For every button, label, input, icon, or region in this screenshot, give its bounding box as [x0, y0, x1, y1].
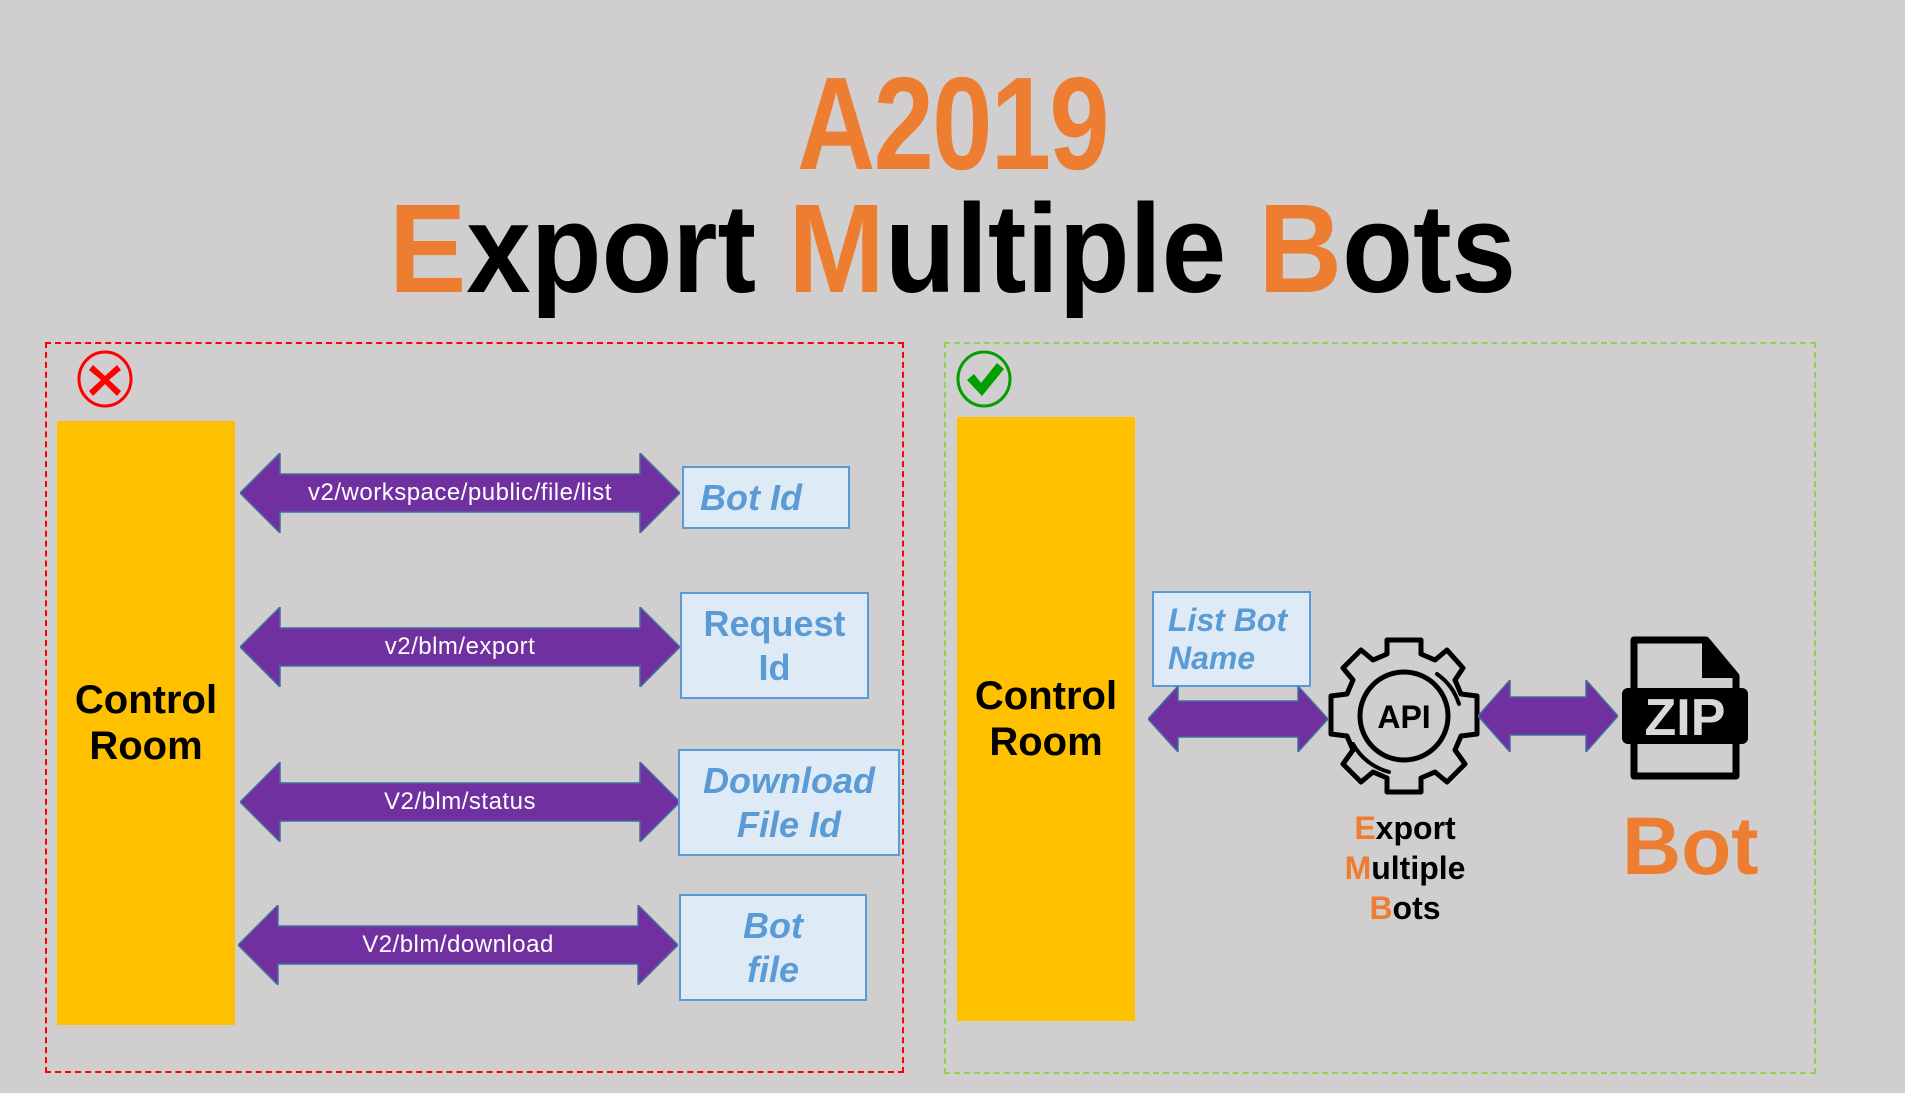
caption-rest-ultiple: ultiple [1371, 850, 1466, 886]
caption-line-export: Export [1310, 808, 1500, 848]
double-arrow-icon [1478, 680, 1618, 752]
result-box-request-id: Request Id [680, 592, 869, 699]
green-check-circle-icon [956, 350, 1012, 408]
title-rest-xport: xport [466, 178, 757, 319]
arrow-blm-export: v2/blm/export [238, 605, 682, 689]
control-room-label-line2: Room [989, 720, 1103, 764]
control-room-block-bad: Control Room [57, 421, 235, 1025]
caption-line-multiple: Multiple [1310, 848, 1500, 888]
output-bot-label: Bot [1622, 801, 1759, 892]
gear-api-icon: API [1328, 637, 1480, 795]
arrow-blm-status: V2/blm/status [238, 760, 682, 844]
api-caption: Export Multiple Bots [1310, 808, 1500, 928]
result-box-bot-id: Bot Id [682, 466, 850, 529]
title-export-multiple-bots: Export Multiple Bots [76, 186, 1829, 312]
caption-rest-xport: xport [1375, 810, 1456, 846]
arrow-blm-download: V2/blm/download [236, 903, 680, 987]
endpoint-label: v2/blm/export [384, 633, 536, 660]
title-rest-ultiple: ultiple [884, 178, 1227, 319]
zip-file-icon: ZIP [1622, 636, 1748, 780]
title-initial-b: B [1258, 178, 1343, 319]
caption-rest-ots: ots [1392, 890, 1441, 926]
control-room-label-line1: Control [974, 674, 1118, 718]
caption-initial-m: M [1344, 850, 1372, 886]
red-x-circle-icon [77, 350, 133, 408]
double-arrow-icon [1148, 686, 1328, 752]
control-room-label: Control Room [57, 677, 235, 769]
endpoint-label: v2/workspace/public/file/list [308, 479, 612, 506]
control-room-label-line2: Room [89, 724, 203, 768]
good-approach-panel [944, 342, 1816, 1074]
control-room-label-line1: Control [74, 678, 218, 722]
title-a2019: A2019 [797, 50, 1109, 197]
zip-icon-text: ZIP [1645, 689, 1726, 747]
result-box-bot-file: Bot file [679, 894, 867, 1001]
caption-initial-e: E [1354, 810, 1376, 846]
title-rest-ots: ots [1342, 178, 1517, 319]
endpoint-label: V2/blm/download [362, 931, 554, 958]
endpoint-label: V2/blm/status [384, 788, 536, 815]
control-room-block-good: Control Room [957, 417, 1135, 1021]
arrow-file-list: v2/workspace/public/file/list [238, 451, 682, 535]
control-room-label: Control Room [957, 673, 1135, 765]
title-initial-e: E [388, 178, 467, 319]
caption-initial-b: B [1369, 890, 1393, 926]
input-box-list-bot-name: List Bot Name [1152, 591, 1311, 687]
api-icon-text: API [1377, 699, 1430, 735]
title-initial-m: M [788, 178, 885, 319]
bad-approach-panel [45, 342, 904, 1073]
result-box-download-file-id: Download File Id [678, 749, 900, 856]
caption-line-bots: Bots [1310, 888, 1500, 928]
